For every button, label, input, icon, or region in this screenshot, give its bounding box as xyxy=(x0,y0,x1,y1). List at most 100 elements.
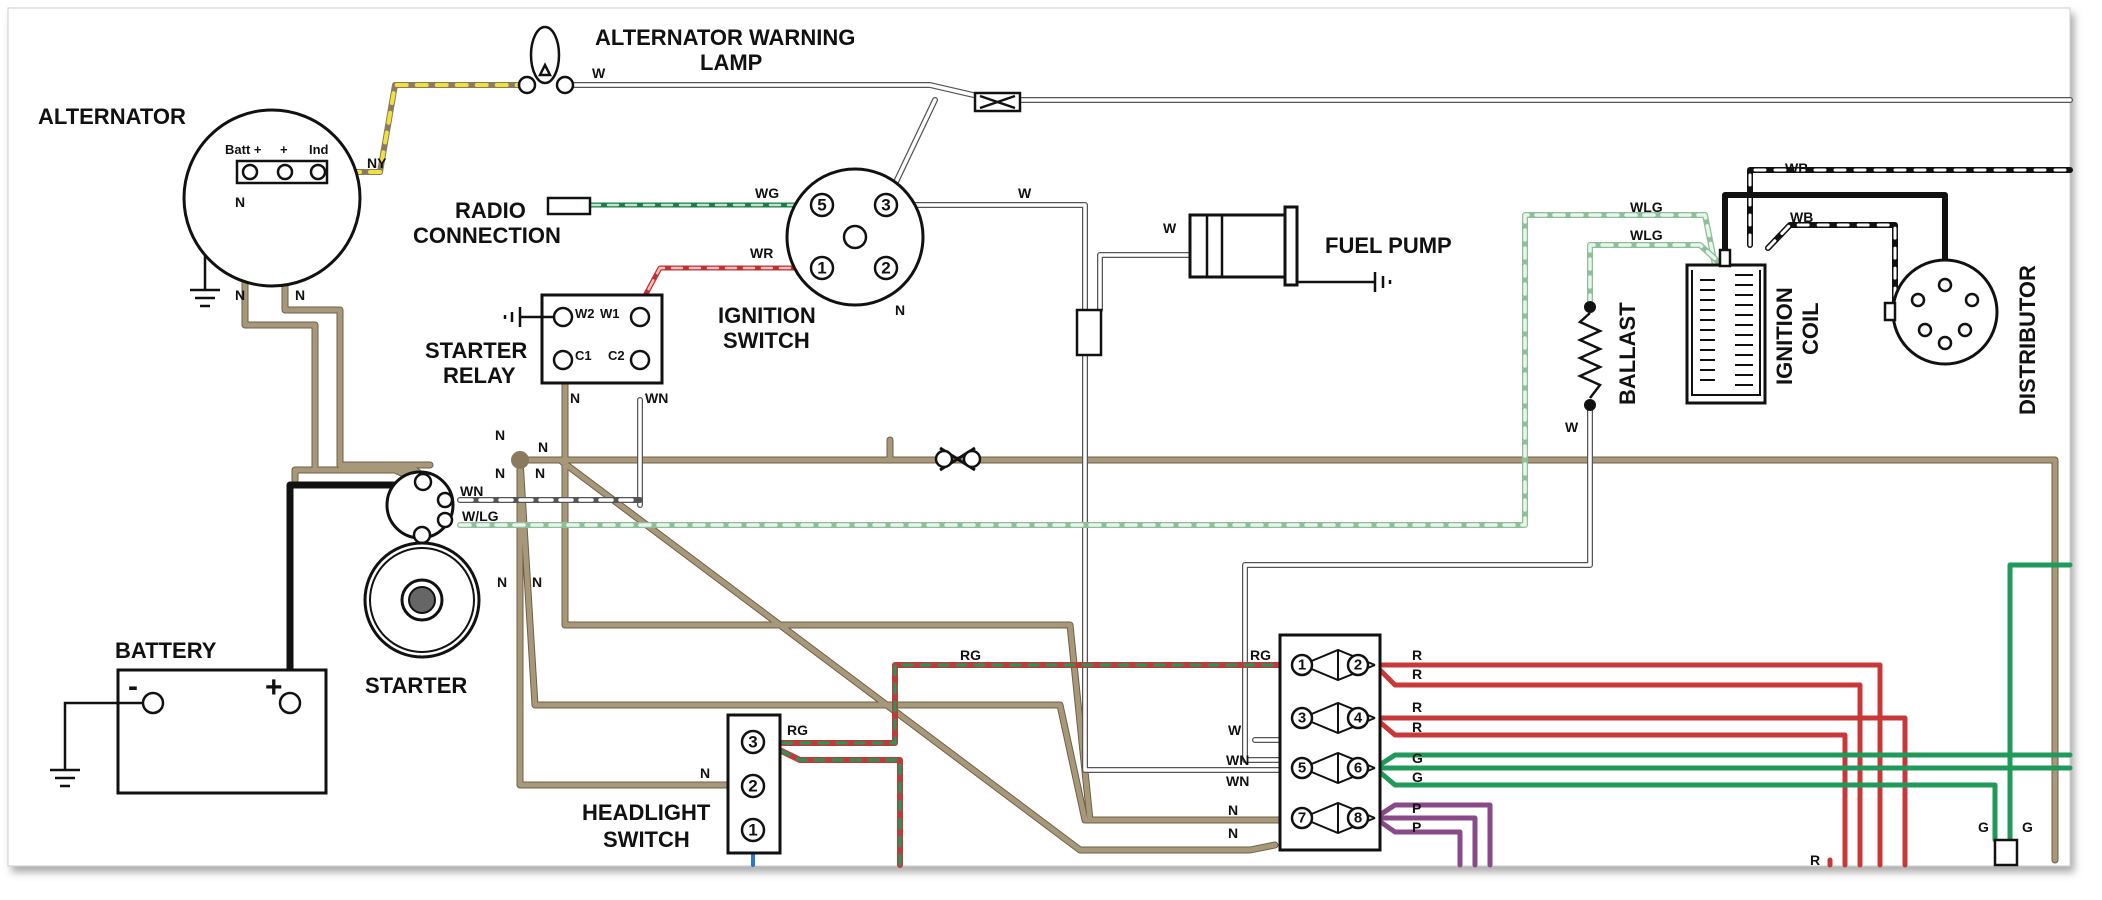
wire-code: G xyxy=(1978,819,1989,835)
wire-code: N xyxy=(235,287,245,303)
wire-code: R xyxy=(1810,852,1820,868)
wire-code: RG xyxy=(787,722,808,738)
wire-code: P xyxy=(1412,819,1421,835)
wire-code: N xyxy=(570,390,580,406)
block-terminal-8: 8 xyxy=(1354,810,1362,827)
wire-code: WN xyxy=(645,390,668,406)
headlight-terminal-2: 2 xyxy=(748,777,757,796)
ignition-switch: 5 3 1 2 xyxy=(785,167,925,307)
wire-code: WR xyxy=(750,245,773,261)
wire-brown-fill xyxy=(242,172,2058,863)
relay-terminal-c1: C1 xyxy=(575,348,592,363)
warning-lamp xyxy=(517,25,575,95)
starter-relay-label-line1: STARTER xyxy=(425,338,527,363)
wire-code: N xyxy=(497,574,507,590)
distributor xyxy=(1883,258,1999,366)
ignition-switch-label-line1: IGNITION xyxy=(718,303,816,328)
battery-plus: + xyxy=(265,671,283,704)
warning-lamp-label-line1: ALTERNATOR WARNING xyxy=(595,25,855,50)
block-terminal-7: 7 xyxy=(1298,810,1306,827)
wire-code: WN xyxy=(1226,752,1249,768)
starter-label: STARTER xyxy=(365,673,467,698)
wire-code: N xyxy=(295,287,305,303)
wire-code: WN xyxy=(460,483,483,499)
starter-relay-label-line2: RELAY xyxy=(443,363,516,388)
block-terminal-3: 3 xyxy=(1298,710,1306,727)
wire-code: WB xyxy=(1785,160,1808,176)
wire-code: W xyxy=(1018,185,1032,201)
wire-code: WG xyxy=(755,185,779,201)
wire-code: W xyxy=(592,65,606,81)
wire-code: R xyxy=(1412,647,1422,663)
alternator-terminal-ind xyxy=(309,163,327,181)
block-terminal-1: 1 xyxy=(1298,657,1306,674)
wire-white-group xyxy=(457,82,2073,773)
wire-code: N xyxy=(235,194,245,210)
relay-terminal-w1: W1 xyxy=(600,306,620,321)
wire-code: W xyxy=(1228,722,1242,738)
battery xyxy=(50,668,328,795)
headlight-terminal-1: 1 xyxy=(748,821,757,840)
wire-code: N xyxy=(532,574,542,590)
ignition-switch-label-line2: SWITCH xyxy=(723,328,810,353)
wire-code: W/LG xyxy=(462,508,499,524)
wire-code: N xyxy=(1228,802,1238,818)
alternator-terminal-plus xyxy=(276,163,294,181)
wire-code: G xyxy=(1412,769,1423,785)
ignition-terminal-2: 2 xyxy=(881,259,890,278)
wire-code: N xyxy=(1228,825,1238,841)
fuel-pump xyxy=(1188,205,1392,292)
wire-code: WLG xyxy=(1630,199,1663,215)
battery-label: BATTERY xyxy=(115,638,217,663)
alternator: Batt + + Ind xyxy=(182,108,362,308)
ballast-label: BALLAST xyxy=(1615,302,1640,405)
wire-code: RG xyxy=(960,647,981,663)
block-terminal-5: 5 xyxy=(1298,760,1306,777)
wire-code: WLG xyxy=(1630,227,1663,243)
block-terminal-6: 6 xyxy=(1354,760,1362,777)
block-terminal-4: 4 xyxy=(1354,710,1363,727)
radio-label-line2: CONNECTION xyxy=(413,223,561,248)
relay-terminal-w2: W2 xyxy=(575,306,595,321)
alternator-terminal-label-batt: Batt + xyxy=(225,142,262,157)
headlight-switch-label-line2: SWITCH xyxy=(603,827,690,852)
wire-code: WN xyxy=(1226,773,1249,789)
headlight-switch-label-line1: HEADLIGHT xyxy=(582,800,711,825)
wire-code: WB xyxy=(1790,209,1813,225)
ignition-coil-label-line1: IGNITION xyxy=(1772,287,1797,385)
wire-code: N xyxy=(535,465,545,481)
battery-minus: - xyxy=(128,670,138,703)
diagram-sheet xyxy=(7,7,2071,867)
alternator-terminal-label-plus: + xyxy=(280,142,288,157)
wire-green-group xyxy=(1372,562,2073,843)
wire-code: N xyxy=(495,427,505,443)
starter-relay: W2 W1 C1 C2 xyxy=(503,293,664,385)
inline-fuse-white xyxy=(1075,308,1103,357)
connector-inline-n xyxy=(934,446,982,472)
radio-connector xyxy=(546,196,592,216)
wire-code: N xyxy=(538,439,548,455)
ignition-coil-label-line2: COIL xyxy=(1798,302,1823,355)
wire-code: G xyxy=(1412,750,1423,766)
wire-code-labels: W NY N N N WG WR W W N N WN N N N N WN W… xyxy=(235,65,2033,868)
inline-fuse-green xyxy=(1993,838,2019,867)
splice-junction xyxy=(511,451,529,469)
fuel-pump-label: FUEL PUMP xyxy=(1325,233,1452,258)
connector-block: 1 2 3 4 5 6 7 8 xyxy=(1278,633,1382,852)
wire-code: R xyxy=(1412,666,1422,682)
ignition-terminal-5: 5 xyxy=(817,196,826,215)
wire-purple-group xyxy=(1372,802,1493,868)
wire-code: N xyxy=(700,765,710,781)
wire-code: NY xyxy=(367,155,387,171)
warning-lamp-label-line2: LAMP xyxy=(700,50,762,75)
wire-code: R xyxy=(1412,719,1422,735)
alternator-terminal-label-ind: Ind xyxy=(309,142,329,157)
wire-code: N xyxy=(895,302,905,318)
wire-code: N xyxy=(495,465,505,481)
relay-terminal-c2: C2 xyxy=(608,348,625,363)
alternator-terminal-batt xyxy=(241,163,259,181)
ignition-terminal-1: 1 xyxy=(817,259,826,278)
wire-code: W xyxy=(1163,220,1177,236)
radio-label-line1: RADIO xyxy=(455,198,526,223)
